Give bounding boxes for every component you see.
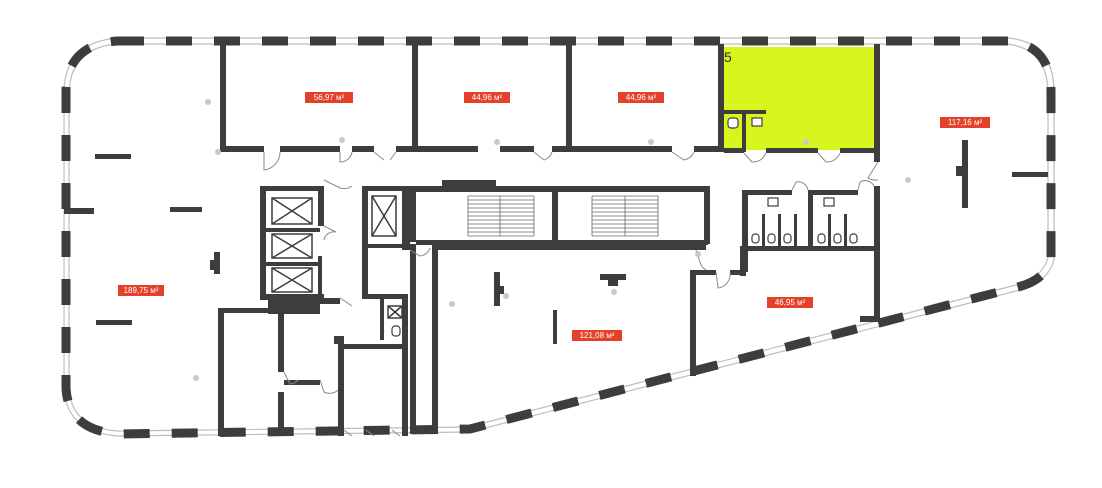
unit-2-area-label: 56,97 м² xyxy=(314,93,345,102)
staircase-left xyxy=(467,195,535,237)
column-markers xyxy=(193,99,911,381)
unit-8-area-label: 46,95 м² xyxy=(775,298,806,307)
unit-6-area-tag[interactable]: 117,16 м² xyxy=(940,117,990,128)
unit-4-area-tag[interactable]: 44,96 м² xyxy=(618,92,664,103)
floor-number: 5 xyxy=(724,49,732,65)
toilet-cubicles xyxy=(751,197,858,248)
unit-4-area-label: 44,96 м² xyxy=(626,93,657,102)
unit-8-area-tag[interactable]: 46,95 м² xyxy=(767,297,813,308)
unit-1-area-label: 189,75 м² xyxy=(124,286,159,295)
unit-7-area-tag[interactable]: 121,08 м² xyxy=(572,330,622,341)
unit-2-area-tag[interactable]: 56,97 м² xyxy=(305,92,353,103)
elevator-shafts xyxy=(271,197,313,293)
unit-5-area-tag[interactable] xyxy=(784,92,832,103)
interior-walls xyxy=(64,44,1048,436)
unit-3-area-tag[interactable]: 44,96 м² xyxy=(464,92,510,103)
unit-7-area-label: 121,08 м² xyxy=(580,331,615,340)
unit-1-area-tag[interactable]: 189,75 м² xyxy=(118,285,164,296)
facade xyxy=(61,36,1056,439)
staircase-right xyxy=(591,195,659,237)
door-swings xyxy=(263,151,879,437)
unit-6-area-label: 117,16 м² xyxy=(948,118,983,127)
unit-3-area-label: 44,96 м² xyxy=(472,93,503,102)
